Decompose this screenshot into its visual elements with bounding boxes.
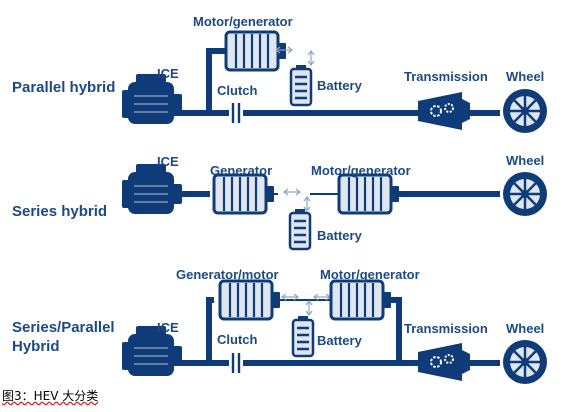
transmission-icon: [417, 91, 471, 131]
ice-label: ICE: [157, 320, 179, 335]
battery-icon: [291, 314, 315, 358]
power-flow-arrow-icon: [283, 188, 301, 196]
generator-motor-label: Generator/motor: [176, 267, 279, 282]
transmission-label: Transmission: [404, 69, 488, 84]
clutch-icon: [227, 351, 245, 375]
clutch-label: Clutch: [217, 83, 258, 98]
ice-label: ICE: [157, 66, 179, 81]
motor-generator-icon: [337, 173, 401, 215]
wheel-label: Wheel: [506, 321, 544, 336]
battery-label: Battery: [317, 78, 363, 93]
series-parallel-shafts: [172, 297, 500, 366]
series-parallel-hybrid-label-line1: Series/Parallel: [12, 319, 115, 336]
ice-engine-icon: [121, 73, 183, 125]
motor-generator-label: Motor/generator: [311, 163, 411, 178]
ice-label: ICE: [157, 154, 179, 169]
ice-engine-icon: [121, 163, 183, 215]
series-hybrid-label: Series hybrid: [12, 203, 107, 220]
power-flow-arrow-icon: [307, 50, 315, 66]
battery-icon: [288, 207, 312, 251]
generator-motor-icon: [218, 279, 282, 321]
battery-icon: [289, 63, 313, 107]
motor-generator-label: Motor/generator: [320, 267, 420, 282]
wheel-icon: [501, 338, 549, 386]
parallel-hybrid-diagram: Parallel hybrid ICE Motor/generator Batt…: [12, 14, 549, 135]
generator-icon: [212, 173, 276, 215]
motor-generator-icon: [329, 279, 393, 321]
wheel-icon: [501, 170, 549, 218]
wheel-label: Wheel: [506, 69, 544, 84]
figure-caption: 图3：HEV 大分类: [2, 389, 99, 403]
battery-label: Battery: [317, 333, 363, 348]
wheel-icon: [501, 87, 549, 135]
series-parallel-hybrid-label-line2: Hybrid: [12, 338, 60, 355]
generator-label: Generator: [210, 163, 272, 178]
motor-generator-label: Motor/generator: [193, 14, 293, 29]
parallel-hybrid-label: Parallel hybrid: [12, 79, 115, 96]
series-parallel-hybrid-diagram: Series/Parallel Hybrid ICE Generator/mot…: [12, 267, 549, 386]
clutch-label: Clutch: [217, 332, 258, 347]
power-flow-arrow-icon: [305, 300, 313, 316]
clutch-icon: [227, 101, 245, 125]
power-flow-arrow-icon: [303, 196, 311, 212]
transmission-icon: [417, 342, 471, 382]
series-hybrid-diagram: Series hybrid ICE Generator Battery Moto…: [12, 153, 549, 251]
transmission-label: Transmission: [404, 321, 488, 336]
battery-label: Battery: [317, 228, 363, 243]
wheel-label: Wheel: [506, 153, 544, 168]
